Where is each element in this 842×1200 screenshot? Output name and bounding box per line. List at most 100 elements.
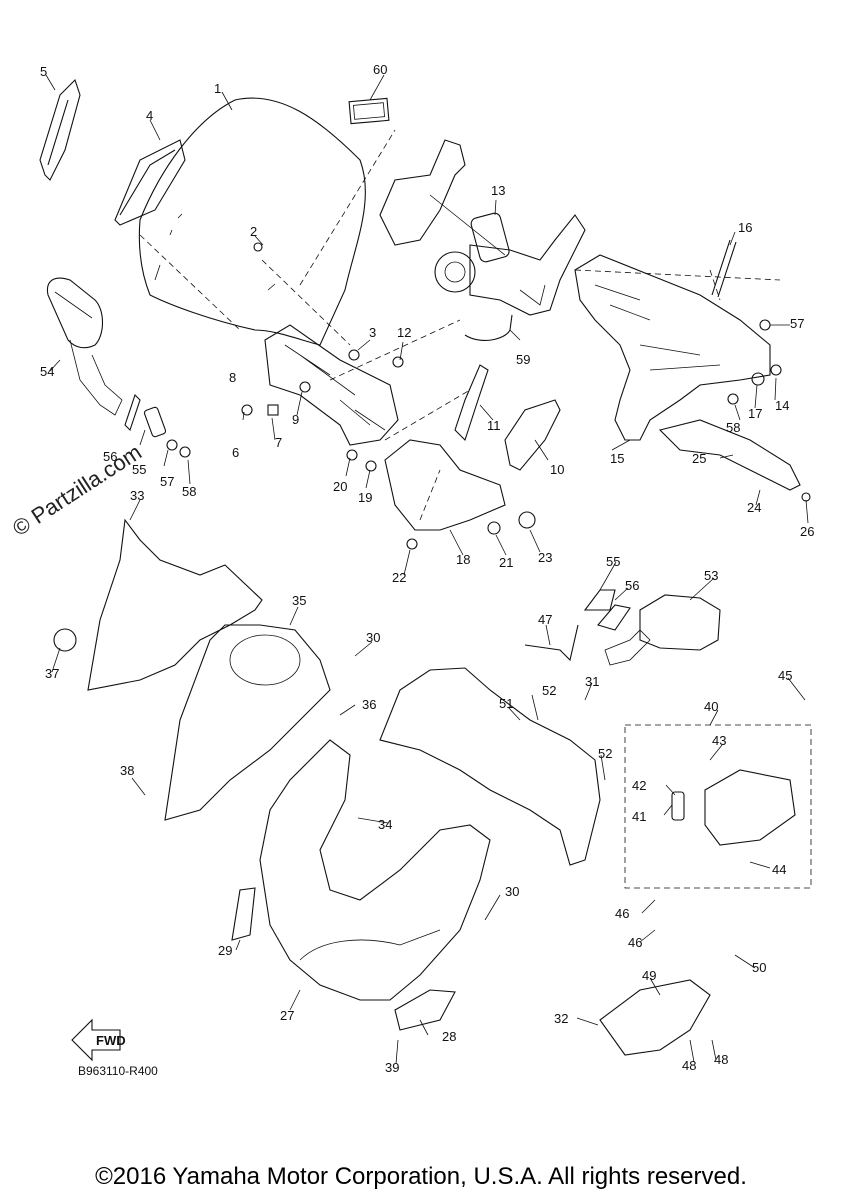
callout-label: 30 [505, 884, 519, 899]
inner-panel-part [164, 624, 331, 821]
side-visor-part [114, 139, 186, 226]
callout-label: 48 [682, 1058, 696, 1073]
callout-label: 48 [714, 1052, 728, 1067]
callout-label: 1 [214, 81, 221, 96]
callout-label: 46 [628, 935, 642, 950]
windshield-motor-assembly [379, 139, 586, 316]
callout-label: 43 [712, 733, 726, 748]
callout-label: 10 [550, 462, 564, 477]
callout-label: 2 [250, 224, 257, 239]
cover-part-29 [231, 887, 256, 941]
upper-cowl-part [87, 518, 263, 691]
callout-label: 7 [275, 435, 282, 450]
front-cowl-part [259, 739, 491, 1001]
socket-part [671, 791, 685, 821]
meter-stay-frame [574, 254, 771, 441]
callout-label: 12 [397, 325, 411, 340]
callout-label: 17 [748, 406, 762, 421]
callout-label: 13 [491, 183, 505, 198]
callout-label: 40 [704, 699, 718, 714]
callout-label: 4 [146, 108, 153, 123]
callout-label: 51 [499, 696, 513, 711]
diagram-code: B963110-R400 [78, 1064, 158, 1078]
callout-label: 23 [538, 550, 552, 565]
callout-label: 18 [456, 552, 470, 567]
meter-bracket-part [384, 439, 506, 531]
callout-label: 54 [40, 364, 54, 379]
cover-plate-part [504, 399, 561, 471]
sticker-part [348, 97, 390, 125]
callout-label: 29 [218, 943, 232, 958]
callout-label: 15 [610, 451, 624, 466]
callout-label: 55 [132, 462, 146, 477]
callout-label: 39 [385, 1060, 399, 1075]
mirror-right-part [604, 594, 721, 666]
callout-label: 32 [554, 1011, 568, 1026]
mirror-left-part [46, 277, 123, 416]
callout-label: 9 [292, 412, 299, 427]
callout-label: 31 [585, 674, 599, 689]
callout-label: 59 [516, 352, 530, 367]
callout-label: 57 [790, 316, 804, 331]
callout-label: 11 [487, 418, 501, 433]
callout-label: 52 [598, 746, 612, 761]
callout-label: 33 [130, 488, 144, 503]
small-fasteners [241, 242, 811, 550]
windshield-part [138, 97, 366, 346]
callout-label: 28 [442, 1029, 456, 1044]
wire-lead-part [524, 624, 579, 662]
wire-harness-part [464, 314, 513, 341]
callout-label: 52 [542, 683, 556, 698]
callout-label: 47 [538, 612, 552, 627]
callout-label: 56 [103, 449, 117, 464]
callout-label: 55 [606, 554, 620, 569]
callout-label: 41 [632, 809, 646, 824]
callout-label: 26 [800, 524, 814, 539]
rod-part [711, 239, 737, 298]
callout-label: 57 [160, 474, 174, 489]
callout-label: 14 [775, 398, 789, 413]
callout-label: 60 [373, 62, 387, 77]
callout-label: 58 [726, 420, 740, 435]
callout-label: 53 [704, 568, 718, 583]
emblem-part [53, 628, 77, 652]
side-panel-part [379, 667, 601, 866]
stay-part-49 [599, 979, 711, 1056]
callout-label: 37 [45, 666, 59, 681]
callout-label: 38 [120, 763, 134, 778]
callout-label: 25 [692, 451, 706, 466]
fwd-label: FWD [96, 1033, 126, 1048]
callout-label: 49 [642, 968, 656, 983]
callout-label: 58 [182, 484, 196, 499]
callout-label: 44 [772, 862, 786, 877]
group-frame-40 [624, 724, 812, 889]
callout-labels: 1 2 3 4 5 6 7 8 9 10 11 12 13 14 15 16 1… [40, 62, 814, 1075]
cover-part-28 [394, 989, 456, 1031]
callout-label: 16 [738, 220, 752, 235]
callout-label: 45 [778, 668, 792, 683]
mirror-mount-hardware-left [124, 393, 191, 458]
callout-label: 42 [632, 778, 646, 793]
callout-label: 20 [333, 479, 347, 494]
callout-label: 8 [229, 370, 236, 385]
harness-part [658, 419, 801, 491]
callout-label: 22 [392, 570, 406, 585]
callout-label: 6 [232, 445, 239, 460]
callout-label: 34 [378, 817, 392, 832]
callout-label: 36 [362, 697, 376, 712]
clamp-part [518, 511, 536, 529]
callout-label: 35 [292, 593, 306, 608]
control-unit-part [704, 769, 796, 846]
callout-label: 21 [499, 555, 513, 570]
callout-label: 3 [369, 325, 376, 340]
leader-lines [45, 74, 809, 1065]
callout-label: 5 [40, 64, 47, 79]
fwd-arrow-icon: FWD [71, 1018, 126, 1062]
stay-bracket-part [454, 364, 489, 442]
windshield-bracket-part [264, 324, 399, 446]
copyright-notice: ©2016 Yamaha Motor Corporation, U.S.A. A… [95, 1163, 747, 1190]
callout-label: 19 [358, 490, 372, 505]
callout-label: 46 [615, 906, 629, 921]
callout-label: 30 [366, 630, 380, 645]
